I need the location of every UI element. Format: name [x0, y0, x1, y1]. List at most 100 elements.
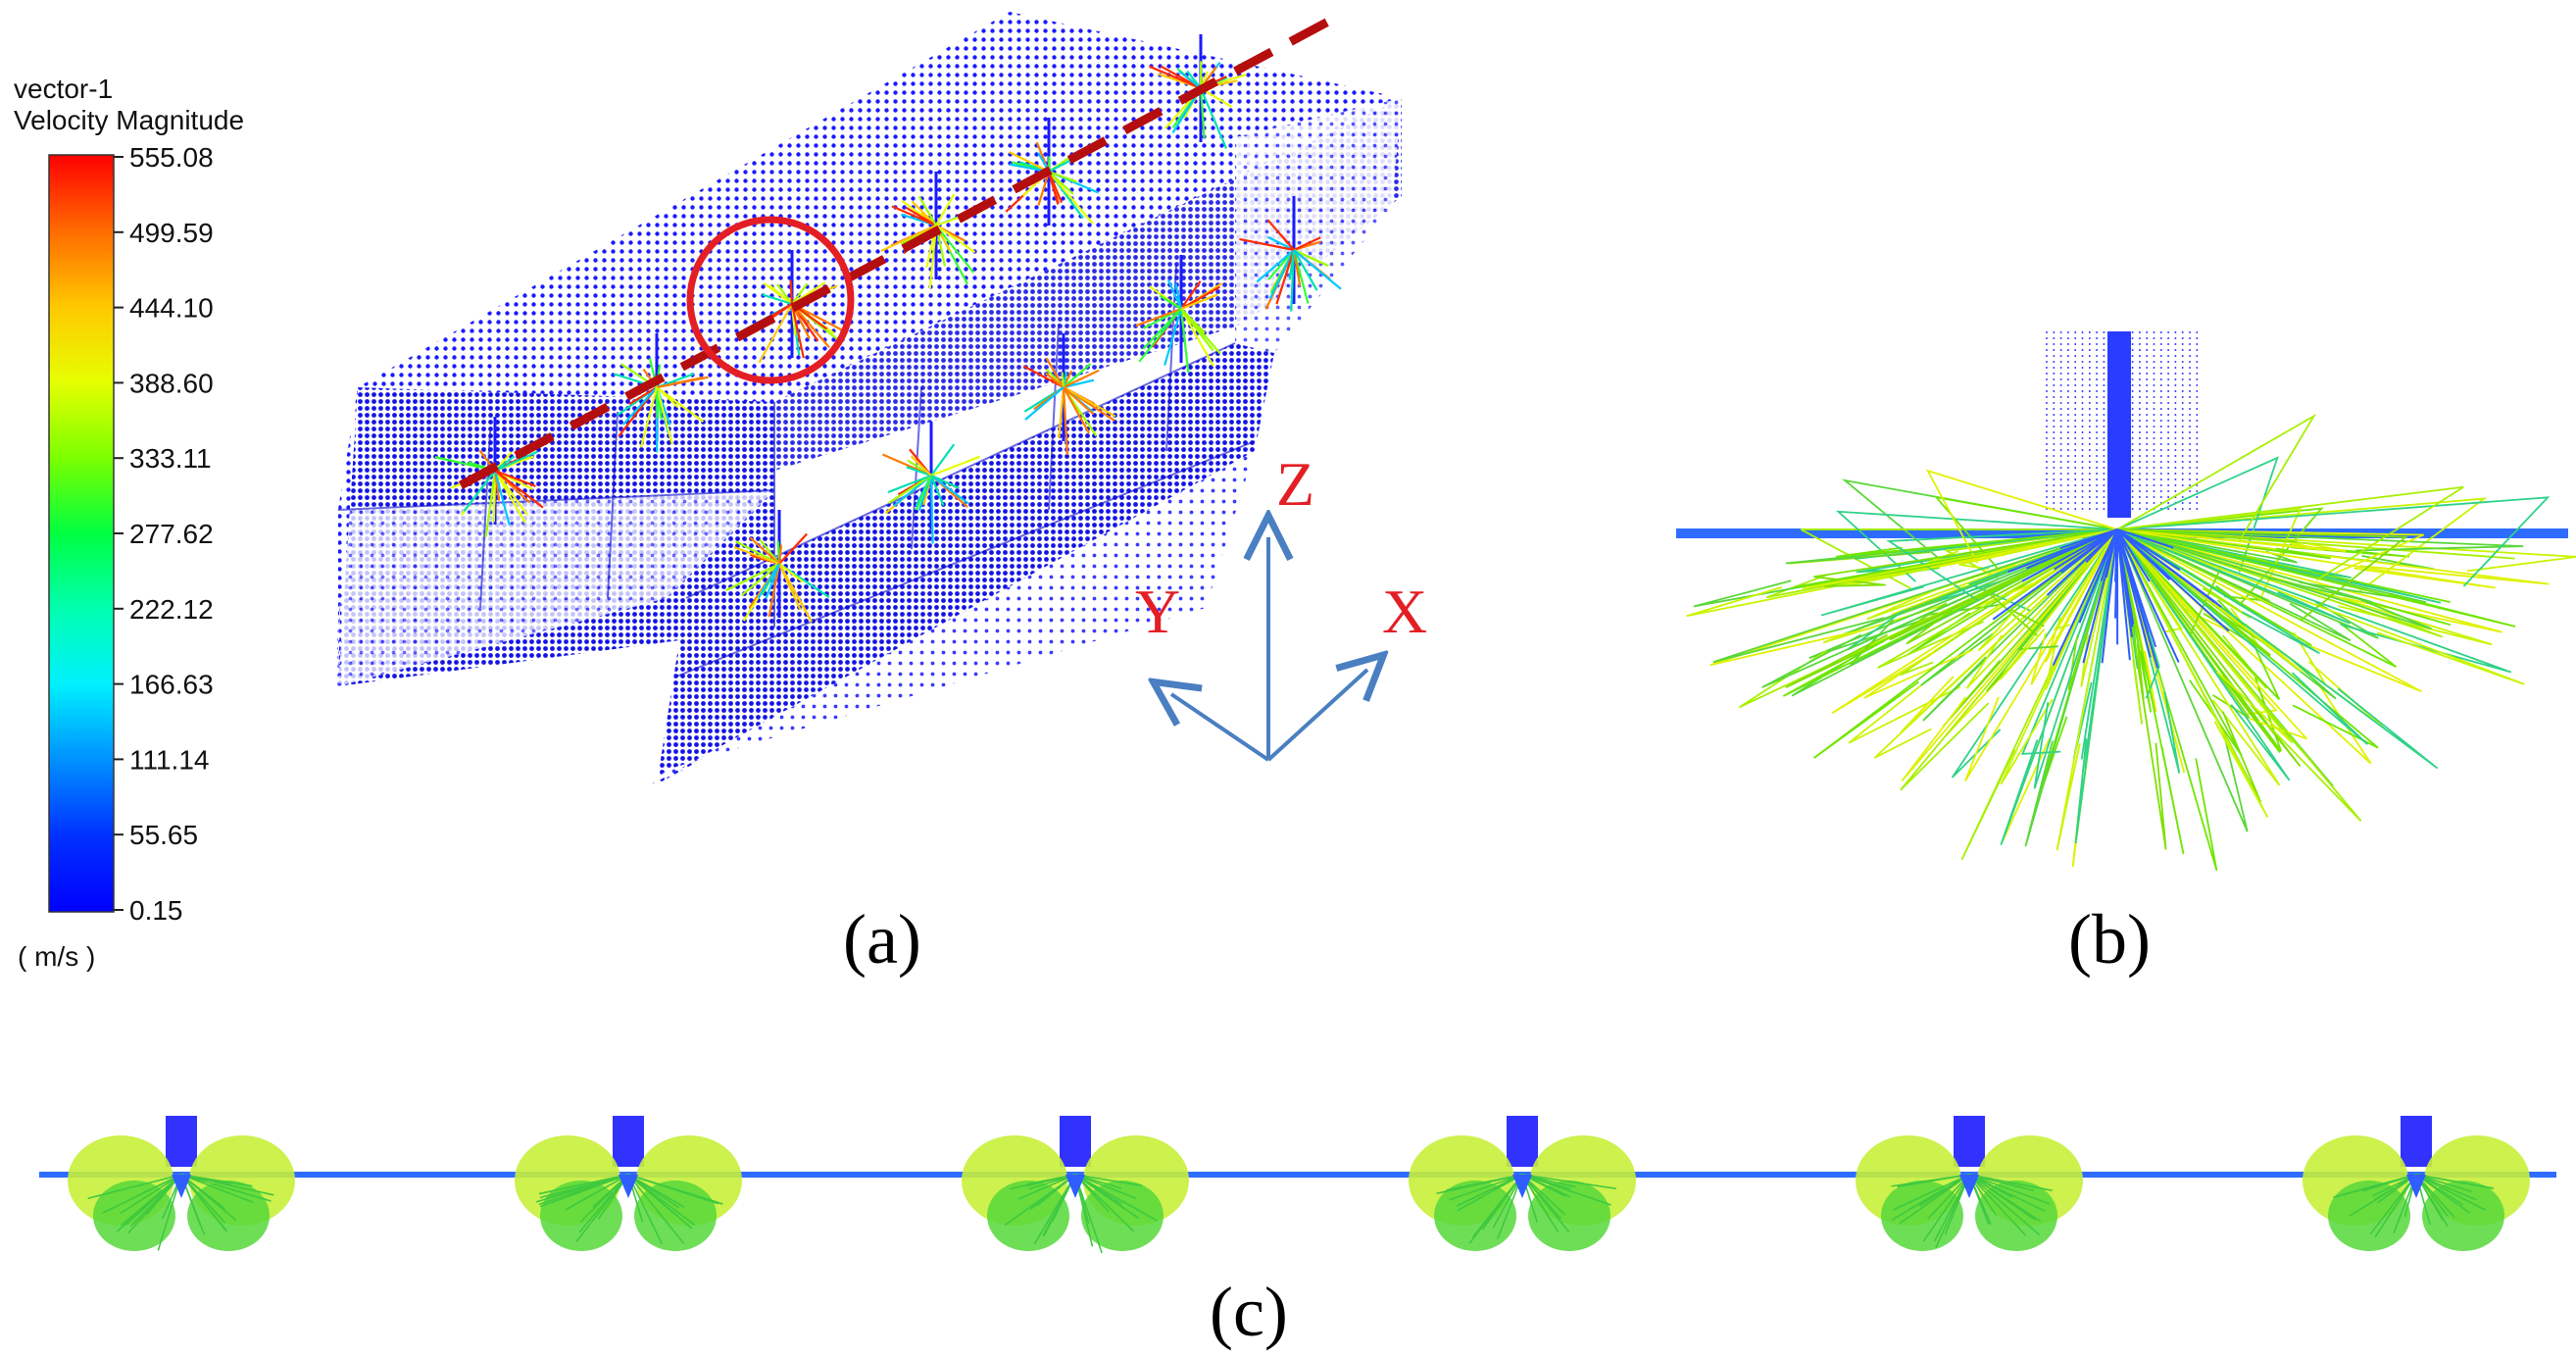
velocity-vector	[762, 293, 793, 306]
velocity-vector	[656, 386, 705, 423]
spray-vector	[627, 1174, 664, 1245]
strip-core	[1959, 1175, 1979, 1198]
spray-vector	[1927, 1174, 1970, 1220]
vector-cluster	[1135, 255, 1223, 374]
spray-vector	[1877, 528, 2118, 669]
spray-vector	[1010, 1174, 1076, 1190]
spray-vector	[1964, 528, 2118, 781]
velocity-vector	[1048, 170, 1078, 183]
velocity-vector	[1063, 386, 1095, 416]
core-vector	[2052, 528, 2118, 666]
spray-vector	[565, 1174, 629, 1211]
strip-core	[1065, 1175, 1085, 1198]
spray-vector	[2116, 528, 2379, 639]
spray-vector	[2116, 528, 2516, 628]
spray-vector	[2116, 497, 2488, 593]
velocity-vector	[763, 281, 793, 305]
spray-vector	[546, 1174, 629, 1199]
centerline-dashed	[458, 18, 1331, 489]
spray-vector	[2116, 528, 2291, 781]
spray-vector	[1074, 1174, 1103, 1254]
spray-vector	[1521, 1174, 1616, 1190]
spray-vector	[2033, 528, 2118, 789]
spray-vector	[627, 1174, 685, 1244]
velocity-vector	[494, 470, 544, 509]
velocity-vector	[1044, 372, 1065, 388]
legend-tick-label: 555.08	[129, 142, 214, 173]
mesh-left-lower-face	[338, 490, 774, 686]
core-vector	[2116, 528, 2151, 582]
spray-vector	[1712, 528, 2118, 664]
velocity-vector	[1239, 237, 1295, 252]
spray-vector	[1074, 1174, 1140, 1220]
core-vector	[2101, 528, 2118, 664]
velocity-vector	[1180, 308, 1214, 367]
strip-node	[1409, 1116, 1636, 1251]
velocity-vector	[757, 563, 780, 599]
spray-vector	[2369, 1174, 2417, 1234]
spray-vector	[2116, 528, 2451, 603]
core-vector	[2060, 528, 2118, 574]
velocity-vector	[1166, 278, 1183, 310]
panel-a-mesh-view	[333, 12, 1402, 784]
strip-node	[1856, 1116, 2083, 1251]
spray-vector	[180, 1174, 274, 1196]
velocity-vector	[758, 303, 793, 364]
legend-tick-label: 388.60	[129, 368, 214, 398]
strip-core	[172, 1175, 191, 1198]
velocity-vector	[930, 474, 960, 489]
spray-vector	[1074, 1174, 1135, 1232]
spray-vector	[2074, 528, 2118, 844]
velocity-vector	[789, 279, 794, 305]
spray-vector	[2116, 528, 2298, 564]
legend-title-line2: Velocity Magnitude	[14, 105, 244, 135]
spray-vector	[2000, 528, 2118, 785]
strip-core	[619, 1175, 638, 1198]
spray-lobe-lower	[634, 1181, 717, 1251]
spray-vector	[1900, 528, 2118, 677]
spray-vector	[1782, 528, 2118, 697]
spray-vector	[1968, 1174, 2053, 1192]
spray-vector	[180, 1174, 227, 1231]
velocity-vector	[1135, 307, 1182, 327]
legend-tick-label: 222.12	[129, 594, 214, 625]
spray-lobe-lower	[987, 1181, 1069, 1251]
velocity-vector	[765, 563, 781, 599]
velocity-vector	[1268, 249, 1295, 299]
velocity-vector	[1275, 249, 1296, 305]
velocity-vector	[930, 443, 956, 477]
spray-vector	[2415, 1174, 2471, 1215]
core-vector	[2116, 528, 2142, 581]
spray-vector	[1965, 528, 2118, 689]
velocity-vector	[1293, 236, 1321, 251]
panel-c-node-strip	[39, 1116, 2556, 1254]
spray-lobe-lower	[2422, 1181, 2504, 1251]
core-vector	[2026, 528, 2118, 570]
spray-vector	[2030, 528, 2118, 685]
spray-vector	[1029, 1174, 1076, 1211]
spray-vector	[2116, 528, 2362, 822]
legend-tick-label: 0.15	[129, 895, 183, 926]
legend-tick-label: 166.63	[129, 670, 214, 700]
spray-lobe-lower	[2328, 1181, 2410, 1251]
velocity-vector	[628, 386, 658, 406]
spray-vector	[2024, 528, 2118, 847]
velocity-vector	[1293, 249, 1318, 291]
spray-vector	[2116, 528, 2352, 642]
vector-cluster	[725, 510, 830, 623]
velocity-vector	[655, 386, 660, 419]
spray-vector	[1074, 1174, 1137, 1200]
legend-tick-label: 499.59	[129, 218, 214, 248]
velocity-vector	[1180, 280, 1202, 310]
spray-vector	[2116, 528, 2281, 786]
spray-vector	[2116, 528, 2524, 552]
velocity-vector	[1164, 308, 1183, 366]
velocity-vector	[655, 386, 673, 445]
velocity-vector	[1180, 293, 1218, 311]
velocity-vector	[778, 532, 808, 565]
velocity-vector	[1199, 87, 1228, 149]
legend-tick-label: 111.14	[129, 744, 209, 775]
legend-tick-label: 333.11	[129, 443, 212, 474]
mesh-edges	[337, 264, 1256, 678]
